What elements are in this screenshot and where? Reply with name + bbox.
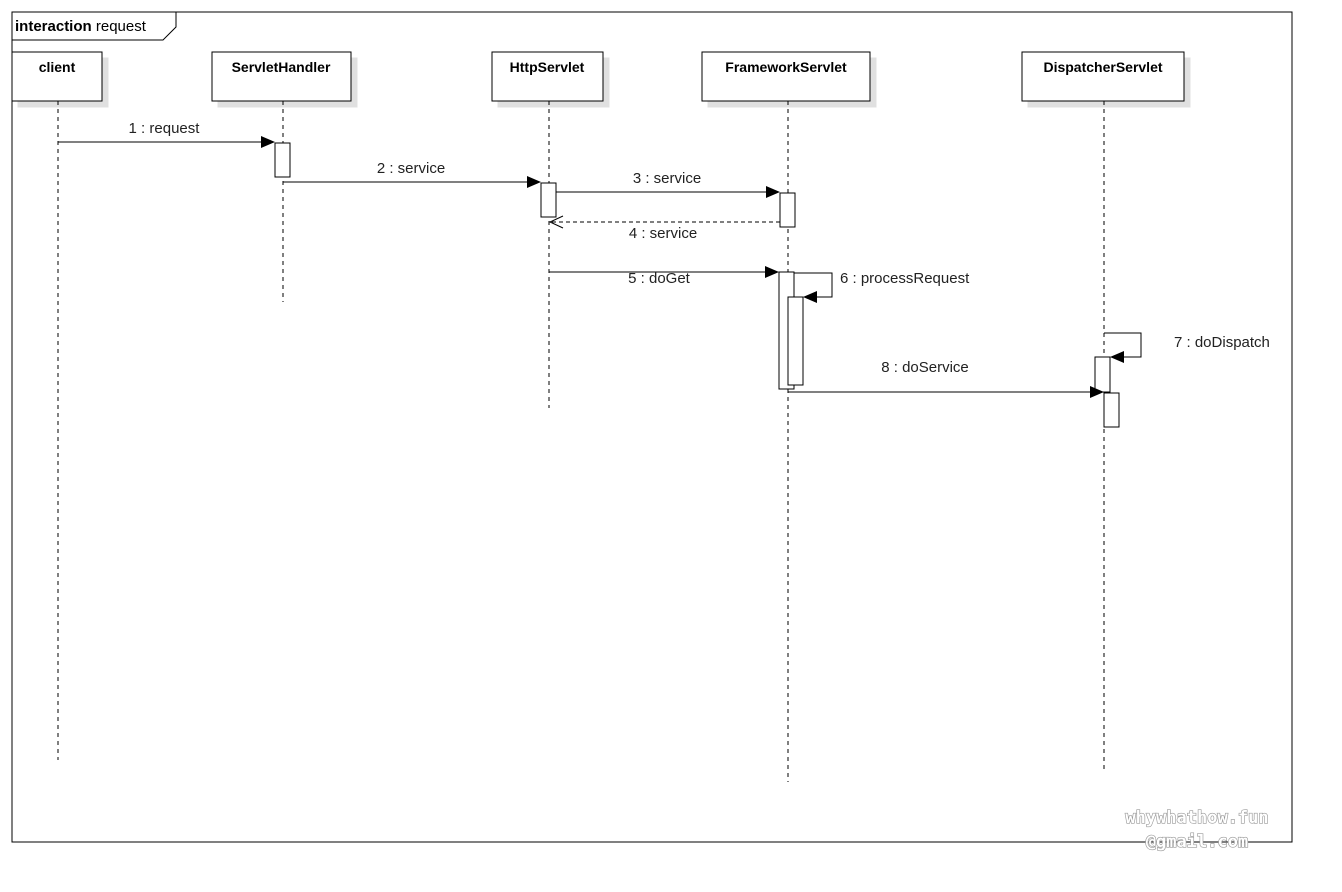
arrowhead-filled [1110,351,1124,363]
frame-name: request [96,18,147,35]
lifeline-name-frameworkservlet: FrameworkServlet [725,59,847,75]
watermark: whywhathow.fun @gmail.com [1125,807,1270,852]
activation-servlethandler [274,142,291,178]
arrowhead-filled [766,186,780,198]
lifeline-name-servlethandler: ServletHandler [232,59,331,75]
arrowhead-filled [765,266,779,278]
message-8: 8 : doService [788,359,1104,398]
message-3: 3 : service [556,170,780,198]
activation-frameworkservlet-service [779,192,796,228]
lifeline-frameworkservlet: FrameworkServlet [701,51,871,782]
lifeline-name-dispatcherservlet: DispatcherServlet [1043,59,1162,75]
frame-keyword: interaction [15,18,92,35]
message-label-5: 5 : doGet [628,270,691,287]
lifeline-head-client[interactable] [11,51,103,102]
lifeline-name-client: client [39,59,76,75]
arrowhead-filled [261,136,275,148]
message-5: 5 : doGet [549,266,779,287]
lifeline-httpservlet: HttpServlet [491,51,604,408]
lifeline-head-dispatcherservlet[interactable] [1021,51,1185,102]
lifeline-servlethandler: ServletHandler [211,51,352,302]
message-7: 7 : doDispatch [1104,332,1270,363]
watermark-line-1: whywhathow.fun [1125,808,1268,828]
message-label-4: 4 : service [629,225,697,242]
message-label-2: 2 : service [377,160,445,177]
message-label-3: 3 : service [633,170,701,187]
lifeline-head-servlethandler[interactable] [211,51,352,102]
lifeline-client: client [11,51,103,760]
interaction-frame: interaction request [11,11,1293,843]
watermark-line-2: @gmail.com [1146,832,1248,852]
arrowhead-filled [803,291,817,303]
message-label-1: 1 : request [129,120,201,137]
message-6: 6 : processRequest [794,270,970,303]
activation-frameworkservlet-processrequest [787,296,804,386]
lifeline-name-httpservlet: HttpServlet [510,59,585,75]
message-label-7: 7 : doDispatch [1174,334,1270,351]
lifeline-dispatcherservlet: DispatcherServlet [1021,51,1185,772]
message-2: 2 : service [283,160,541,188]
frame-label: interaction request [15,18,147,35]
message-label-8: 8 : doService [881,359,969,376]
arrowhead-open [548,215,564,229]
activation-dispatcherservlet-dodispatch [1094,356,1111,393]
message-4: 4 : service [548,215,780,242]
activation-dispatcherservlet-doservice [1103,392,1120,428]
lifeline-head-httpservlet[interactable] [491,51,604,102]
message-1: 1 : request [58,120,275,148]
arrowhead-filled [527,176,541,188]
message-label-6: 6 : processRequest [840,270,970,287]
arrowhead-filled [1090,386,1104,398]
lifeline-head-frameworkservlet[interactable] [701,51,871,102]
activation-httpservlet [540,182,557,218]
